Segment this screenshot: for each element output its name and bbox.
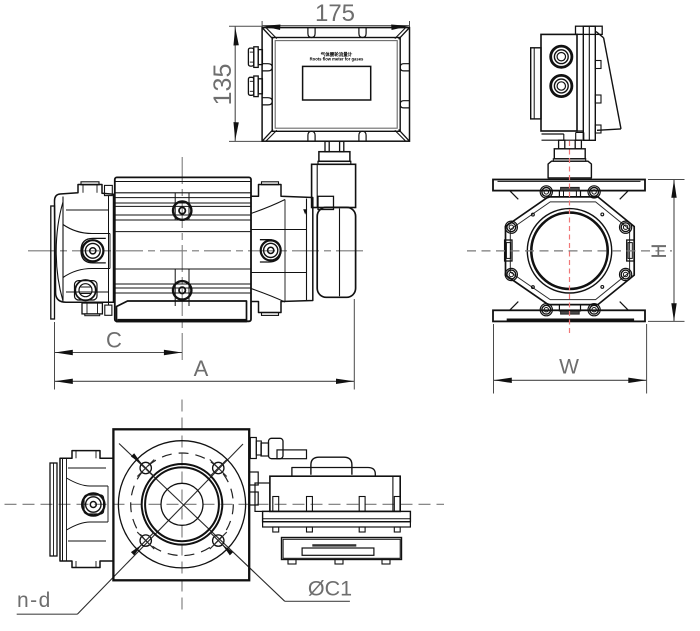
svg-text:ØC1: ØC1 (308, 577, 352, 601)
svg-text:气体腰轮流量计: 气体腰轮流量计 (321, 51, 353, 58)
svg-text:Roots flow meter for gases: Roots flow meter for gases (310, 57, 364, 62)
svg-text:175: 175 (315, 0, 355, 27)
svg-text:A: A (194, 356, 209, 381)
svg-text:W: W (559, 356, 579, 379)
svg-text:135: 135 (209, 64, 237, 106)
svg-text:H: H (648, 243, 671, 258)
svg-text:n-d: n-d (17, 589, 52, 612)
svg-text:C: C (106, 328, 122, 353)
